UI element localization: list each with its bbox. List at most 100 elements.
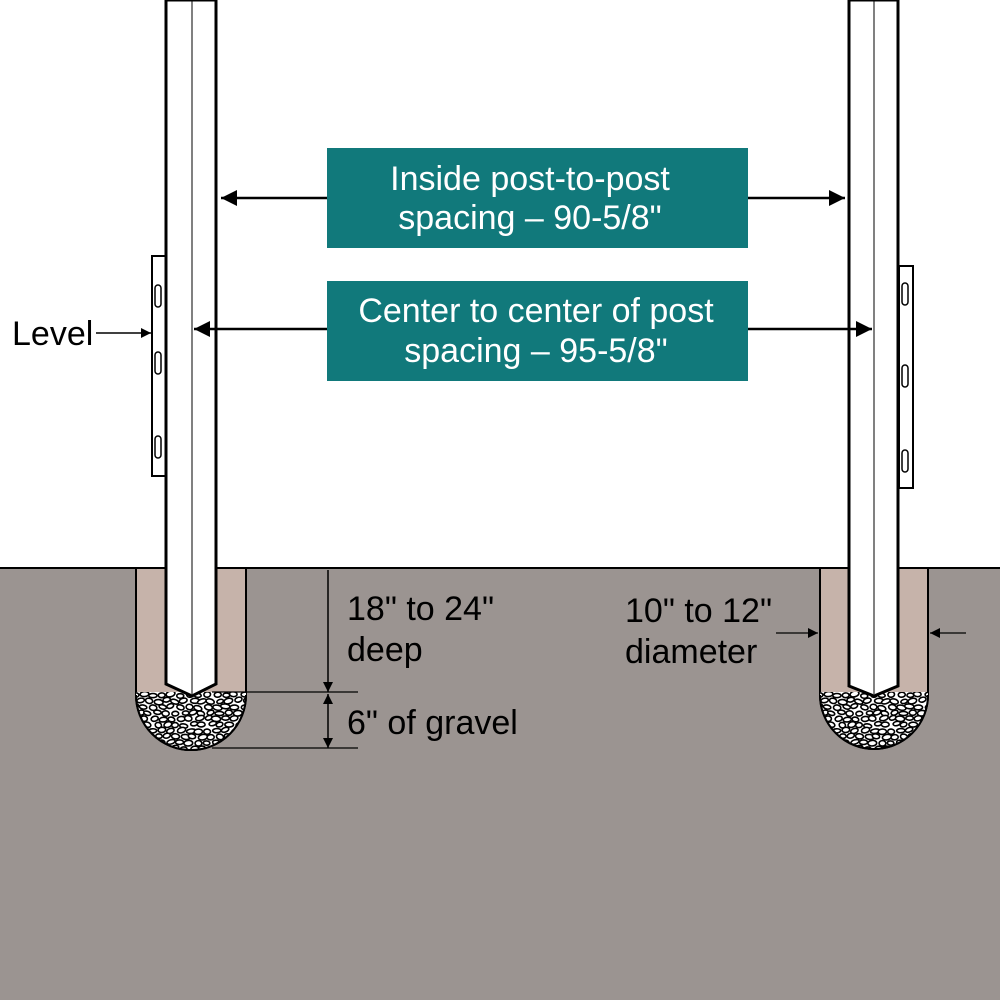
center-spacing-label-line2: spacing – 95-5/8"	[404, 332, 667, 370]
gravel-pebble	[898, 710, 909, 717]
gravel-pebble	[865, 710, 874, 716]
gravel-pebble	[215, 733, 225, 741]
gravel-pebble	[822, 704, 832, 710]
gravel-pebble	[904, 726, 914, 734]
gravel-pebble	[161, 710, 170, 718]
gravel-pebble	[913, 714, 923, 722]
gravel-pebble	[219, 703, 231, 710]
gravel-pebble	[880, 721, 890, 728]
left-gravel	[136, 692, 246, 750]
left-level-bracket	[151, 255, 167, 477]
gravel-pebble	[144, 697, 154, 705]
gravel-pebble	[188, 709, 198, 716]
gravel-pebble	[849, 727, 859, 735]
depth-dimension	[212, 570, 358, 749]
gravel-pebble	[908, 709, 918, 717]
gravel-pebble	[139, 692, 150, 698]
diameter-label-line2: diameter	[625, 633, 757, 671]
center-spacing-box	[327, 281, 748, 381]
right-level-bracket	[898, 265, 914, 489]
gravel-pebble	[183, 739, 194, 747]
gravel-pebble	[869, 703, 878, 711]
gravel-pebble	[203, 692, 212, 699]
gravel-pebble	[878, 739, 887, 747]
gravel-pebble	[907, 697, 918, 705]
gravel-pebble	[849, 692, 860, 698]
gravel-pebble	[170, 732, 181, 740]
gravel-pebble	[858, 739, 869, 746]
center-spacing-label-line1: Center to center of post	[358, 292, 714, 330]
gravel-pebble	[193, 728, 204, 736]
gravel-pebble	[862, 697, 872, 705]
gravel-pebble	[834, 715, 844, 723]
gravel-pebble	[157, 692, 166, 699]
gravel-pebble	[903, 703, 915, 710]
gravel-pebble	[832, 704, 842, 712]
gravel-pebble	[905, 715, 915, 721]
gravel-pebble	[872, 709, 882, 716]
gravel-pebble	[841, 692, 850, 699]
inside-spacing-label-line2: spacing – 90-5/8"	[398, 199, 661, 237]
gravel-pebble	[183, 714, 193, 722]
gravel-pebble	[224, 709, 234, 717]
gravel-pebble	[176, 704, 185, 711]
gravel-pebble	[823, 692, 834, 698]
gravel-pebble	[154, 721, 163, 729]
gravel-pebble	[234, 696, 243, 703]
gravel-pebble	[918, 696, 927, 703]
gravel-label: 6" of gravel	[347, 704, 518, 742]
gravel-pebble	[889, 698, 900, 705]
gravel-pebble	[912, 692, 922, 698]
gravel-pebble	[206, 733, 216, 741]
gravel-pebble	[142, 710, 152, 717]
gravel-pebble	[228, 692, 238, 698]
left-post	[164, 0, 218, 698]
gravel-pebble	[899, 721, 908, 728]
gravel-pebble	[166, 738, 176, 746]
gravel-pebble	[202, 740, 211, 746]
gravel-pebble	[211, 727, 222, 734]
gravel-pebble	[153, 698, 164, 706]
gravel-pebble	[832, 692, 842, 699]
gravel-pebble	[846, 732, 856, 740]
gravel-pebble	[221, 715, 231, 721]
gravel-pebble	[170, 721, 180, 729]
gravel-pebble	[867, 714, 877, 722]
gravel-pebble	[820, 692, 824, 699]
gravel-pebble	[185, 703, 194, 711]
gravel-pebble	[838, 721, 847, 729]
gravel-pebble	[205, 698, 216, 705]
gravel-pebble	[187, 733, 197, 740]
gravel-pebble	[213, 692, 223, 699]
gravel-pebble	[224, 721, 235, 728]
gravel-pebble	[836, 709, 846, 716]
gravel-pebble	[165, 692, 176, 698]
gravel-pebble	[220, 726, 230, 734]
gravel-pebble	[208, 720, 218, 727]
gravel-pebble	[913, 704, 924, 711]
gravel-pebble	[166, 702, 175, 710]
gravel-pebble	[214, 710, 225, 717]
gravel-pebble	[828, 697, 838, 705]
depth-label-line1: 18" to 24"	[347, 590, 494, 628]
gravel-pebble	[820, 697, 830, 704]
gravel-pebble	[171, 710, 180, 717]
gravel-pebble	[229, 704, 240, 711]
gravel-pebble	[196, 721, 206, 728]
gravel-pebble	[162, 732, 172, 740]
gravel-pebble	[194, 739, 203, 747]
gravel-pebble	[892, 720, 902, 727]
gravel-pebble	[215, 721, 224, 728]
gravel-pebble	[194, 714, 206, 722]
gravel-pebble	[860, 726, 871, 734]
gravel-pebble	[854, 721, 864, 729]
gravel-pebble	[867, 739, 878, 747]
inside-spacing-label-line1: Inside post-to-post	[390, 160, 670, 198]
depth-label-line2: deep	[347, 631, 423, 669]
gravel-pebble	[158, 703, 168, 711]
gravel-pebble	[229, 714, 239, 722]
gravel-pebble	[855, 710, 864, 717]
gravel-pebble	[176, 726, 187, 734]
diameter-label-line1: 10" to 12"	[625, 592, 772, 630]
